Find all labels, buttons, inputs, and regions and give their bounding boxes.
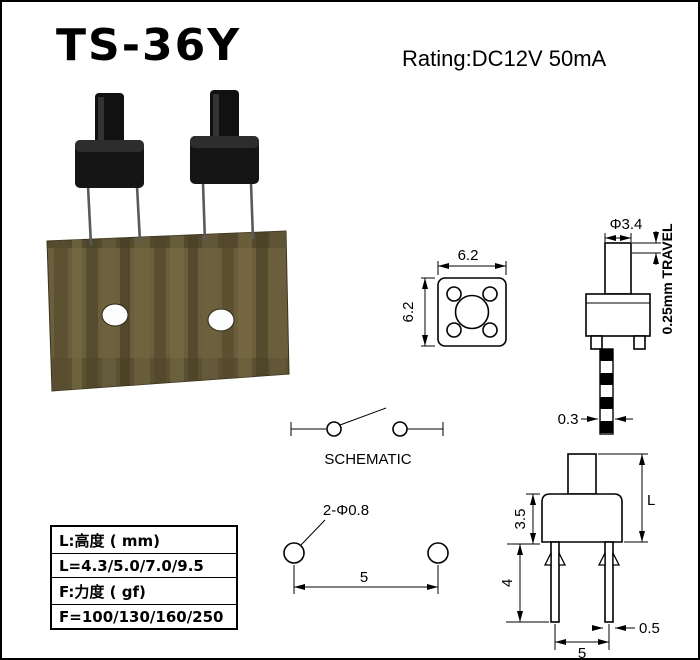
pcb-hole (427, 542, 449, 564)
spec-row-height-values: L=4.3/5.0/7.0/9.5 (52, 554, 236, 578)
front-view-drawing: L 3.5 4 5 0.5 (499, 453, 660, 660)
dim-terminal-thickness: 0.3 (558, 411, 579, 428)
dim-leg-width: 0.5 (639, 620, 660, 637)
dim-leg-length: 4 (499, 579, 516, 587)
front-view-legs (543, 541, 621, 623)
travel-label: 0.25mm TRAVEL (659, 223, 675, 334)
pin-layout-drawing: 2-Φ0.8 5 (283, 502, 449, 594)
dim-pin-pitch: 5 (578, 645, 586, 660)
top-view-button (454, 294, 490, 330)
spec-row-height-label: L:高度 ( mm) (52, 527, 236, 554)
strip-hole (101, 303, 129, 327)
rating-text: Rating:DC12V 50mA (402, 46, 607, 71)
hole-spec-label: 2-Φ0.8 (323, 502, 369, 519)
side-view-drawing: Φ3.4 0.25mm TRAVEL 0.3 (558, 216, 675, 435)
dim-body-height: 3.5 (512, 509, 529, 530)
schematic-label: SCHEMATIC (324, 451, 411, 468)
tact-switch-photo (75, 93, 144, 246)
pcb-hole (283, 542, 305, 564)
schematic-drawing: SCHEMATIC (290, 407, 444, 468)
dim-total-height: L (647, 492, 655, 509)
dim-top-width: 6.2 (458, 247, 479, 264)
spec-box: L:高度 ( mm) L=4.3/5.0/7.0/9.5 F:力度 ( gf) … (50, 525, 238, 630)
side-view-terminal (599, 348, 614, 435)
spec-row-force-label: F:力度 ( gf) (52, 578, 236, 605)
spec-row-force-values: F=100/130/160/250 (59, 608, 224, 626)
side-view-stem (604, 242, 632, 295)
page-title: TS-36Y (56, 20, 242, 71)
dim-top-height: 6.2 (400, 302, 417, 323)
strip-hole (207, 308, 235, 332)
front-view-stem (567, 453, 597, 495)
front-view-body (541, 493, 623, 543)
top-view-drawing: 6.2 6.2 (400, 247, 507, 347)
dim-hole-pitch: 5 (360, 569, 368, 586)
product-photo (46, 90, 290, 392)
side-view-body (585, 293, 651, 337)
dim-button-diameter: Φ3.4 (610, 216, 643, 233)
tact-switch-photo (190, 90, 259, 243)
cardboard-texture (47, 231, 289, 391)
